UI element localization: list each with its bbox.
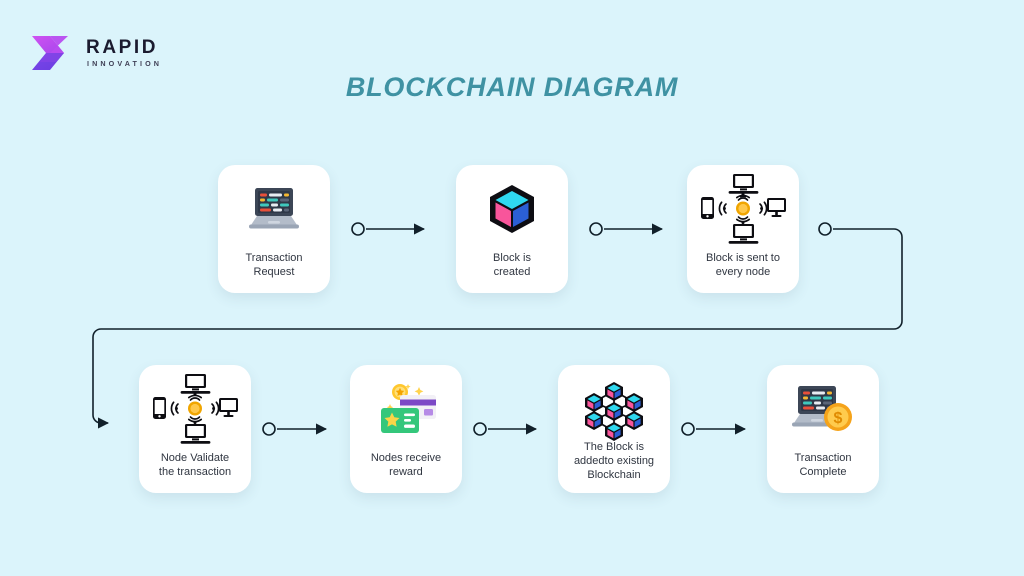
step-caption: Nodes receive reward (370, 452, 442, 479)
step-card-block-added-to-chain[interactable]: The Block is addedto existing Blockchain (558, 365, 670, 493)
step-caption: Transaction Complete (794, 452, 852, 479)
step-card-transaction-complete[interactable]: $ Transaction Complete (767, 365, 879, 493)
brand-logo: RAPID INNOVATION (30, 33, 162, 73)
brand-tagline: INNOVATION (87, 59, 163, 68)
step-caption: Block is sent to every node (706, 252, 780, 279)
chevron-arrow-logo-icon (30, 33, 76, 73)
step-caption: The Block is addedto existing Blockchain (573, 441, 655, 481)
step-caption: Transaction Request (245, 252, 303, 279)
laptop-coin-icon: $ (767, 365, 879, 452)
blockchain-cubes-icon (558, 365, 670, 441)
svg-text:$: $ (834, 410, 843, 427)
page-title: BLOCKCHAIN DIAGRAM (345, 72, 679, 102)
reward-cards-coins-icon (350, 365, 462, 452)
node-network-icon (687, 165, 799, 252)
step-caption: Block is created (493, 252, 531, 279)
step-card-node-validate[interactable]: Node Validate the transaction (139, 365, 251, 493)
brand-name: RAPID (86, 37, 159, 59)
node-network-icon (139, 365, 251, 452)
step-card-nodes-receive-reward[interactable]: Nodes receive reward (350, 365, 462, 493)
step-card-block-created[interactable]: Block is created (456, 165, 568, 293)
step-card-transaction-request[interactable]: Transaction Request (218, 165, 330, 293)
connector-arrow-4-5 (262, 422, 328, 436)
connector-arrow-2-3 (589, 222, 664, 236)
step-card-block-sent-to-node[interactable]: Block is sent to every node (687, 165, 799, 293)
cube-block-icon (456, 165, 568, 252)
connector-arrow-5-6 (473, 422, 538, 436)
laptop-code-icon (218, 165, 330, 252)
connector-arrow-6-7 (681, 422, 747, 436)
step-caption: Node Validate the transaction (158, 452, 232, 479)
connector-arrow-1-2 (351, 222, 426, 236)
